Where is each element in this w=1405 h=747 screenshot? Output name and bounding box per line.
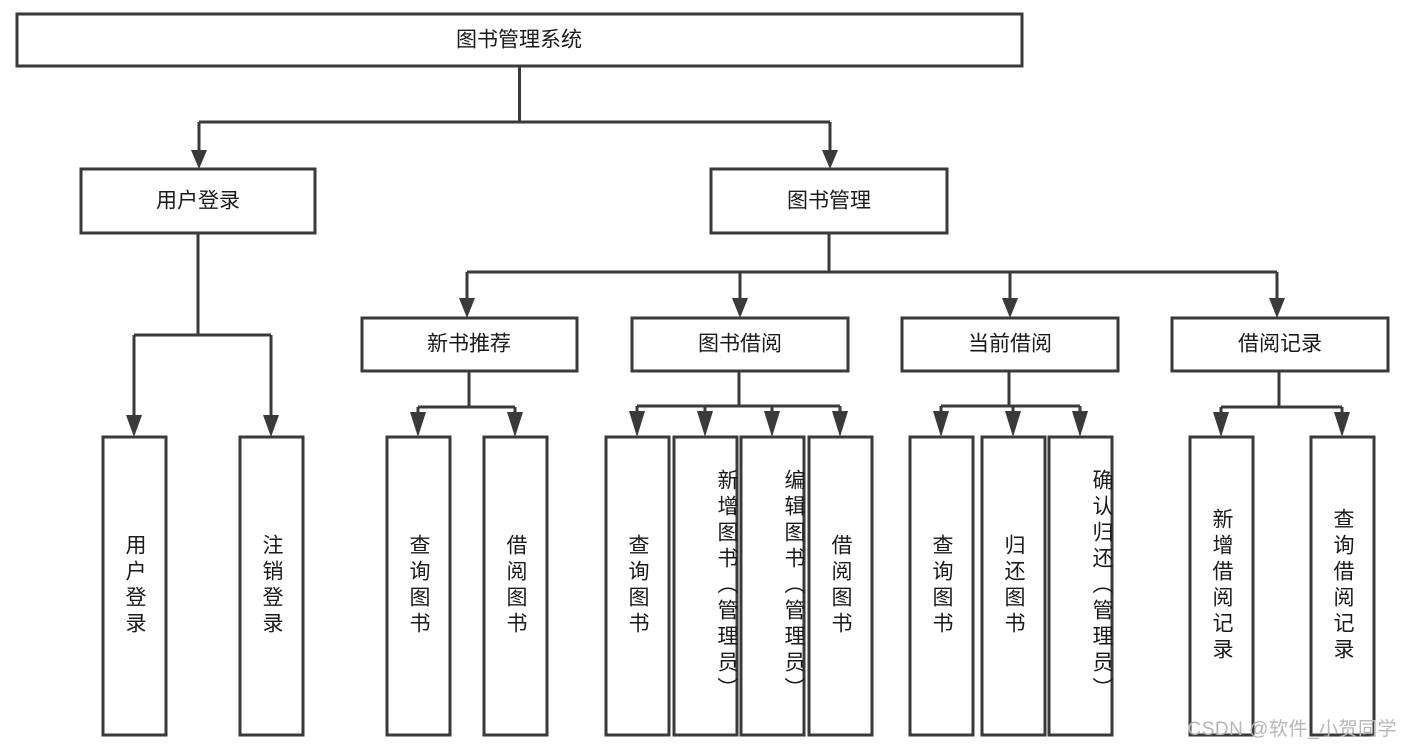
arrow-head-icon [822,150,838,169]
arrow-head-icon [1213,412,1229,437]
edges-current-to-leaves [933,371,1088,437]
node-book-borrow-label: 图书借阅 [698,333,782,356]
edge-borrow-branch [635,371,842,418]
node-book-borrow-box[interactable] [630,316,850,373]
node-root-box[interactable] [15,12,1024,68]
arrow-head-icon [629,411,645,437]
leaf-box-return-books[interactable] [980,435,1047,737]
node-root-label: 图书管理系统 [456,29,582,52]
node-new-book-recommend-label: 新书推荐 [427,333,511,356]
edges-newbook-to-leaves [410,371,523,437]
edge-current-branch [939,371,1082,418]
arrow-head-icon [764,411,780,437]
node-new-book-recommend-box[interactable] [360,316,579,373]
node-user-login[interactable]: 用户登录 [79,167,317,235]
arrow-head-icon [732,298,748,318]
leaf-box-query-books-1[interactable] [385,435,452,737]
edge-root-branch [197,66,832,150]
edges-root-to-level2 [191,66,838,169]
edges-bookmgmt-to-level3 [459,233,1285,318]
arrow-head-icon [459,298,475,318]
leaf-box-query-books-2[interactable] [604,435,671,737]
arrow-head-icon [191,150,207,169]
node-book-management[interactable]: 图书管理 [709,167,949,235]
node-user-login-box[interactable] [79,167,317,235]
node-borrow-records-label: 借阅记录 [1238,333,1322,356]
arrow-head-icon [832,411,848,437]
arrow-head-icon [263,415,279,437]
node-current-borrow-label: 当前借阅 [968,333,1052,356]
leaf-box-add-book[interactable] [672,435,739,737]
edges-userlogin-to-leaves [126,233,279,437]
edge-bookmgmt-branch [465,233,1279,300]
leaf-box-borrow-books-2[interactable] [807,435,874,737]
leaf-node-boxes [101,435,1376,737]
arrow-head-icon [1334,412,1350,437]
node-current-borrow-box[interactable] [900,316,1120,373]
arrow-head-icon [1072,411,1088,437]
leaf-box-query-books-3[interactable] [908,435,975,737]
arrow-head-icon [1005,411,1021,437]
leaf-box-borrow-books-1[interactable] [482,435,549,737]
leaf-box-confirm-return[interactable] [1047,435,1114,737]
node-book-management-label: 图书管理 [787,190,871,213]
node-book-borrow[interactable]: 图书借阅 [630,316,850,373]
edges-borrow-to-leaves [629,371,848,437]
node-root[interactable]: 图书管理系统 [15,12,1024,68]
edge-userlogin-branch [132,233,273,418]
node-new-book-recommend[interactable]: 新书推荐 [360,316,579,373]
edges-records-to-leaves [1213,371,1350,437]
arrow-head-icon [1269,298,1285,318]
leaf-box-edit-book[interactable] [739,435,806,737]
edge-newbook-branch [416,371,517,418]
leaf-box-logout[interactable] [238,435,305,737]
arrow-head-icon [1002,298,1018,318]
arrow-head-icon [697,411,713,437]
edge-records-branch [1219,371,1344,418]
arrow-head-icon [410,412,426,437]
arrow-head-icon [933,411,949,437]
node-borrow-records-box[interactable] [1170,316,1390,373]
leaf-box-add-record[interactable] [1188,435,1255,737]
arrow-head-icon [126,415,142,437]
node-borrow-records[interactable]: 借阅记录 [1170,316,1390,373]
node-user-login-label: 用户登录 [156,190,240,213]
csdn-watermark: CSDN @软件_小贺同学 [1187,719,1397,740]
node-current-borrow[interactable]: 当前借阅 [900,316,1120,373]
arrow-head-icon [507,412,523,437]
leaf-box-query-record[interactable] [1309,435,1376,737]
leaf-box-user-login[interactable] [101,435,168,737]
node-book-management-box[interactable] [709,167,949,235]
